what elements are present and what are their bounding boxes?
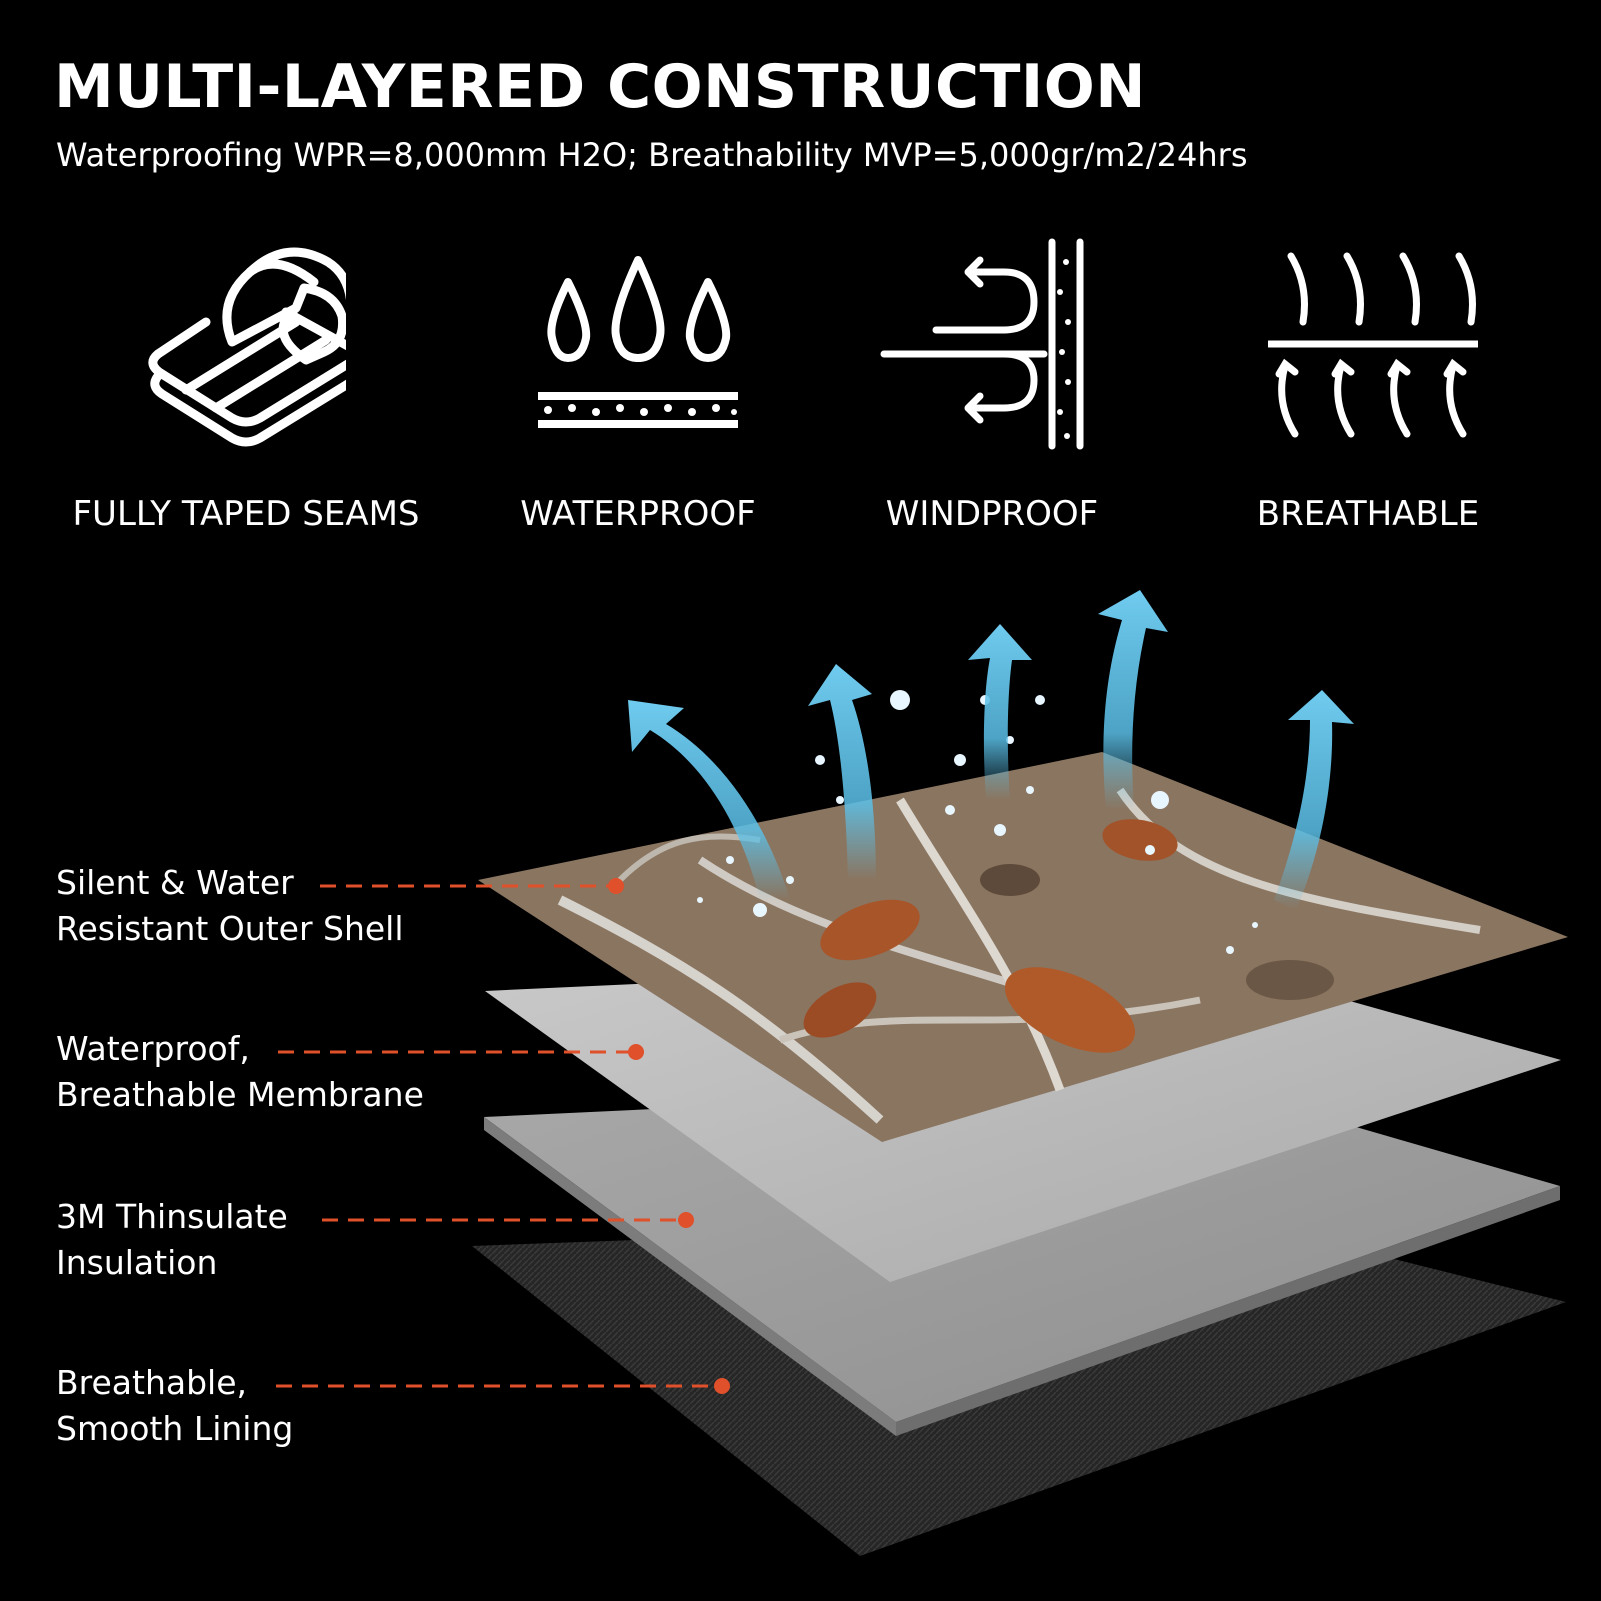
feature-label: WINDPROOF <box>885 494 1099 534</box>
leader-dot <box>628 1044 644 1060</box>
feature-label: BREATHABLE <box>1256 494 1480 534</box>
layer-label-line: Resistant Outer Shell <box>56 909 404 948</box>
vapor-arrows <box>628 590 1354 910</box>
feature-breathable: BREATHABLE <box>1188 232 1548 542</box>
leader-dot <box>678 1212 694 1228</box>
water-splash <box>697 690 1258 954</box>
layer-label-line: Breathable Membrane <box>56 1075 424 1114</box>
layer-label-line: Silent & Water <box>56 863 294 902</box>
feature-taped-seams: FULLY TAPED SEAMS <box>66 232 426 542</box>
vapor-arrows-icon <box>1268 252 1478 438</box>
wind-barrier-icon <box>880 238 1084 450</box>
page-subtitle: Waterproofing WPR=8,000mm H2O; Breathabi… <box>56 136 1248 174</box>
feature-label: WATERPROOF <box>520 494 756 534</box>
layer-label-outer-shell: Silent & Water Resistant Outer Shell <box>56 860 404 952</box>
feature-waterproof: WATERPROOF <box>458 232 818 542</box>
layer-label-insulation: 3M Thinsulate Insulation <box>56 1194 288 1286</box>
leader-lines <box>276 884 716 1388</box>
leader-dot <box>714 1378 730 1394</box>
page-title: MULTI-LAYERED CONSTRUCTION <box>54 52 1146 122</box>
layer-label-lining: Breathable, Smooth Lining <box>56 1360 293 1452</box>
layer-label-line: Waterproof, <box>56 1029 250 1068</box>
layer-label-line: Breathable, <box>56 1363 247 1402</box>
feature-windproof: WINDPROOF <box>812 232 1172 542</box>
leader-dot <box>608 878 624 894</box>
taped-seam-icon <box>148 247 346 447</box>
layer-label-line: 3M Thinsulate <box>56 1197 288 1236</box>
layer-label-line: Insulation <box>56 1243 218 1282</box>
layer-label-line: Smooth Lining <box>56 1409 294 1448</box>
water-drops-icon <box>538 256 738 428</box>
feature-label: FULLY TAPED SEAMS <box>72 494 420 534</box>
layer-label-membrane: Waterproof, Breathable Membrane <box>56 1026 424 1118</box>
